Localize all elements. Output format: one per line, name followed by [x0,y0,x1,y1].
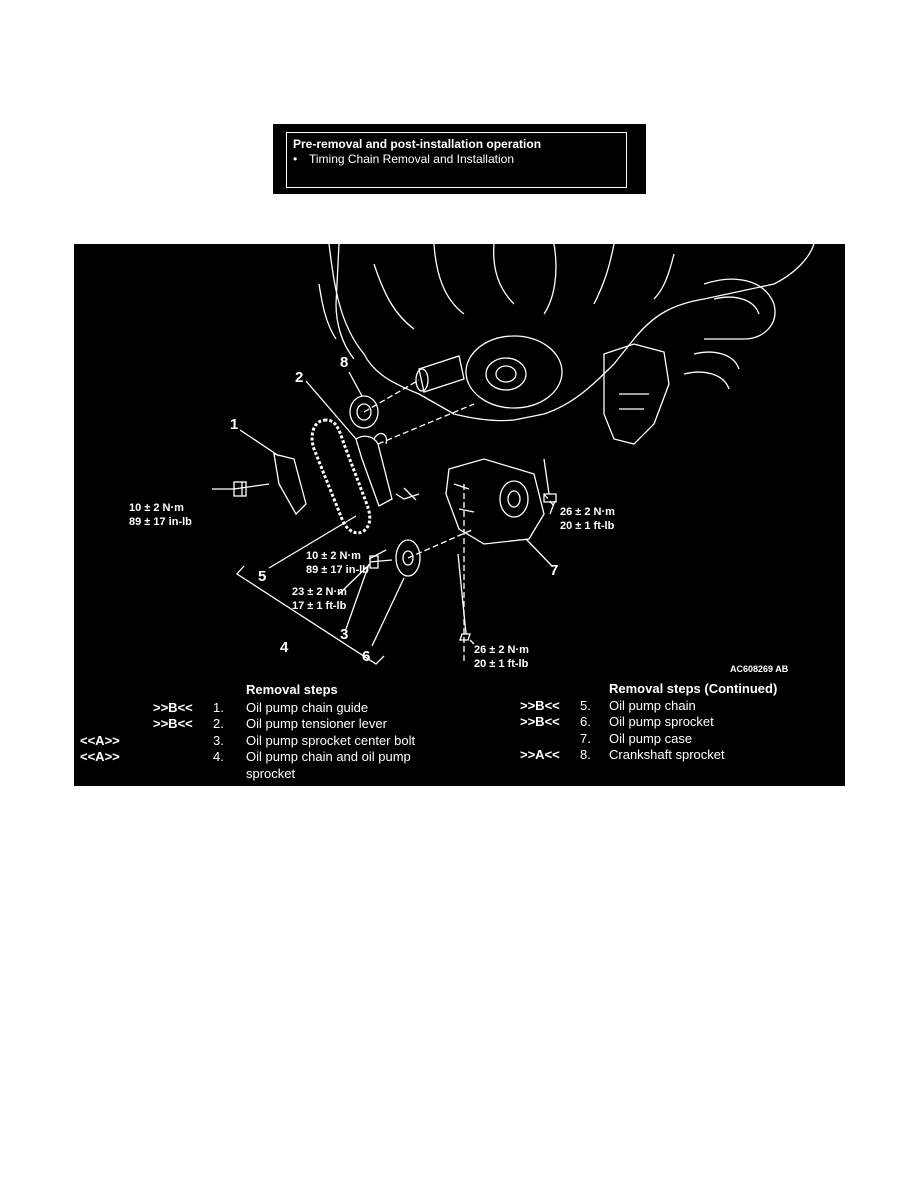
leader-3 [345,563,370,630]
leader-7 [525,538,553,567]
callout-5: 5 [258,568,267,585]
leader-torque-bottom [469,639,475,645]
oil-pump-diagram: 1 2 3 4 5 6 7 8 10 ± 2 N·m 89 ± 17 in-lb… [74,244,845,786]
coolant-hose [703,278,776,340]
leader-torque-bolt [338,563,371,595]
figure-code: AC608269 AB [730,664,789,674]
torque-spec-chain-guide: 10 ± 2 N·m 89 ± 17 in-lb [129,502,192,528]
callout-1: 1 [230,416,239,433]
engine-block-ribs [373,244,675,330]
water-pump-pulley [485,357,527,391]
callout-8: 8 [340,354,349,371]
bullet-glyph: • [293,152,298,166]
callout-6: 6 [362,648,371,665]
leader-5 [268,515,357,569]
pre-removal-frame: Pre-removal and post-installation operat… [286,132,627,188]
sprocket-center-bolt [369,555,393,569]
water-pump-housing [465,335,563,409]
oil-pump-sprocket [395,539,421,577]
callout-4: 4 [280,639,289,656]
oil-pump-case [445,458,545,545]
group-bracket-4 [236,565,385,665]
oil-pump-chain [310,418,372,535]
engine-block-outline [328,244,815,422]
leader-1 [239,429,280,457]
engine-side [318,244,355,360]
crankshaft-sprocket [349,395,379,429]
pre-removal-box: Pre-removal and post-installation operat… [273,124,646,194]
assembly-lines [363,379,555,664]
oil-pan [603,343,670,445]
leader-8 [348,371,363,397]
torque-spec-tensioner: 10 ± 2 N·m 89 ± 17 in-lb [306,550,369,576]
tensioner-lever [355,435,393,507]
chain-guide [273,453,307,516]
case-mounting-bolt [543,458,557,503]
torque-spec-case-bolt: 26 ± 2 N·m 20 ± 1 ft-lb [560,506,615,532]
engine-illustration [212,244,815,665]
leader-torque-mid [368,549,387,560]
steps-title-right: Removal steps (Continued) [609,681,778,696]
pre-removal-title: Pre-removal and post-installation operat… [293,137,542,151]
pre-removal-item: • Timing Chain Removal and Installation [293,152,620,167]
crankshaft-snout [418,355,465,393]
steps-title-left: Removal steps [246,682,338,697]
pre-removal-item-text: Timing Chain Removal and Installation [309,152,514,166]
callout-2: 2 [295,369,304,386]
torque-spec-long-bolt: 26 ± 2 N·m 20 ± 1 ft-lb [474,644,529,670]
leader-6 [371,577,405,647]
long-mounting-bolt [457,553,471,641]
callout-7: 7 [550,562,559,579]
leader-2 [305,380,357,440]
torque-spec-center-bolt: 23 ± 2 N·m 17 ± 1 ft-lb [292,586,347,612]
callout-3: 3 [340,626,349,643]
leader-torque-right [549,500,556,515]
